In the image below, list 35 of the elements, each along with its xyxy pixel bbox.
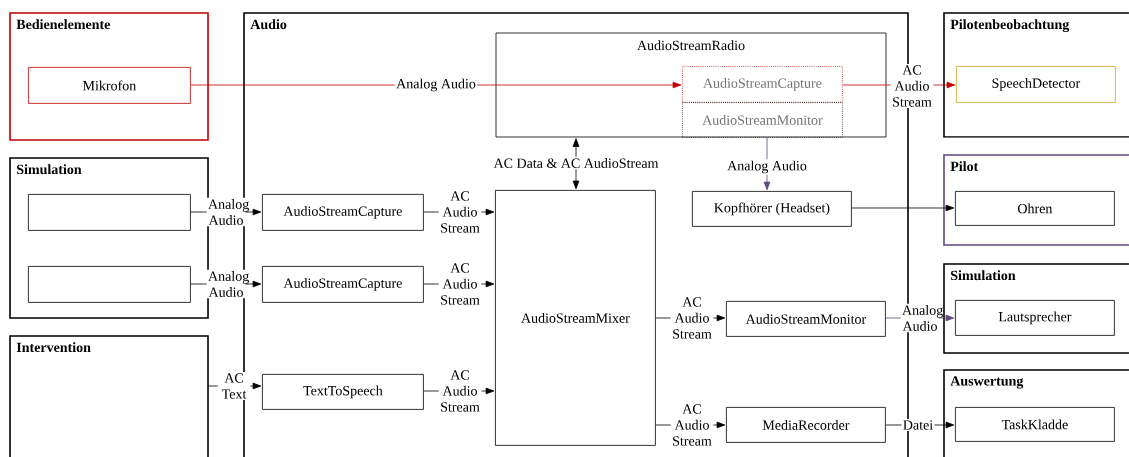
edge-label: Datei: [901, 418, 935, 432]
component-box: AudioStreamCapture: [262, 266, 424, 303]
component-box: AudioStreamMonitor: [726, 301, 886, 337]
component-box: AudioStreamCapture: [682, 66, 843, 103]
component-box: Mikrofon: [28, 67, 191, 104]
arrow: [572, 138, 580, 190]
arrow: [851, 204, 955, 212]
component-box: MediaRecorder: [726, 407, 886, 443]
group-box: Intervention: [9, 335, 209, 457]
arrow: [763, 137, 771, 191]
edge-label: AC Audio Stream: [670, 402, 714, 448]
component-box: Kopfhörer (Headset): [692, 191, 852, 227]
component-box: AudioStreamMixer: [495, 190, 656, 446]
edge-label: AC Data & AC AudioStream: [492, 156, 660, 170]
edge-label: AC Audio Stream: [438, 189, 482, 235]
component-box: TaskKladde: [955, 407, 1115, 442]
component-box: TextToSpeech: [262, 374, 424, 410]
edge-label: AC Text: [217, 371, 251, 401]
edge-label: Analog Audio: [394, 77, 478, 93]
component-box: AudioStreamCapture: [262, 194, 424, 231]
component-box: Ohren: [955, 191, 1115, 226]
group-box: Simulation: [9, 157, 209, 319]
edge-label: Analog Audio: [206, 197, 249, 227]
component-box: [28, 194, 191, 231]
component-box: AudioStreamMonitor: [682, 102, 843, 138]
edge-label: AC Audio Stream: [438, 261, 482, 307]
component-box: SpeechDetector: [956, 66, 1116, 103]
component-box: Lautsprecher: [955, 300, 1115, 336]
edge-label: Analog Audio: [900, 303, 943, 333]
edge-label: AC Audio Stream: [890, 63, 934, 109]
edge-label: Analog Audio: [725, 159, 809, 175]
component-box: [28, 266, 191, 303]
edge-label: Analog Audio: [206, 269, 249, 299]
edge-label: AC Audio Stream: [438, 368, 482, 414]
edge-label: AC Audio Stream: [670, 295, 714, 341]
